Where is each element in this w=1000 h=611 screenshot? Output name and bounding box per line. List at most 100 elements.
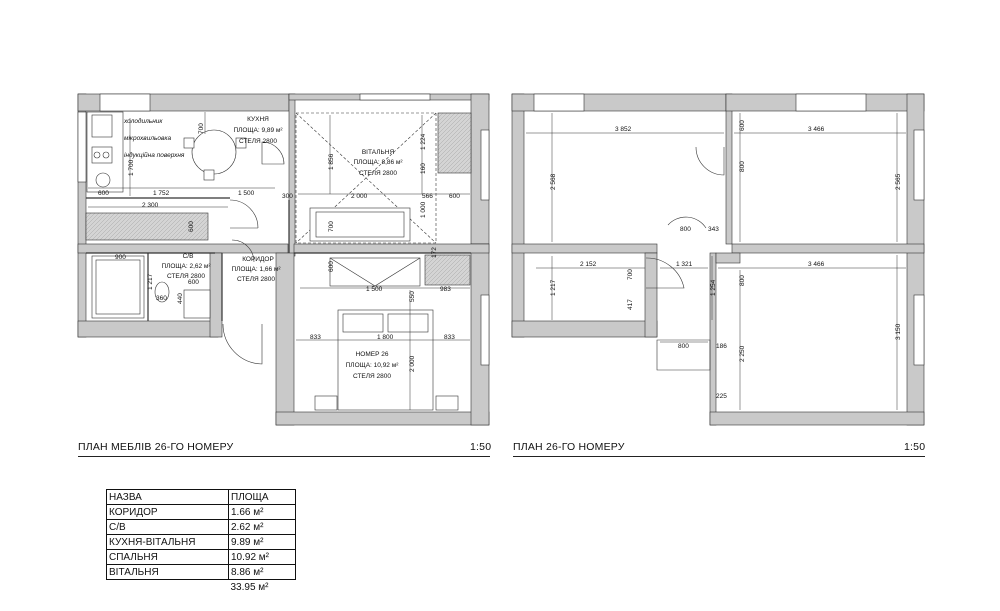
furniture-plan-title: ПЛАН МЕБЛІВ 26-ГО НОМЕРУ xyxy=(78,441,234,453)
dimension-plan-doors xyxy=(645,146,725,371)
svg-text:2 000: 2 000 xyxy=(409,355,416,372)
living-room-label: ВІТАЛЬНЯ ПЛОЩА: 8,86 м² СТЕЛЯ 2800 xyxy=(353,149,403,177)
svg-text:600: 600 xyxy=(739,120,746,131)
svg-text:600: 600 xyxy=(98,190,109,197)
furniture-plan: КУХНЯ ПЛОЩА: 9,89 м² СТЕЛЯ 2800 ВІТАЛЬНЯ… xyxy=(77,93,490,426)
svg-text:2 565: 2 565 xyxy=(895,173,902,190)
svg-text:1 700: 1 700 xyxy=(128,159,135,176)
area-table-header-area: ПЛОЩА xyxy=(228,489,296,505)
door-swings xyxy=(222,141,285,365)
table-row: ВІТАЛЬНЯ 8.86 м² xyxy=(106,564,296,580)
svg-text:900: 900 xyxy=(115,254,126,261)
svg-text:ПЛОЩА: 1,66 м²: ПЛОЩА: 1,66 м² xyxy=(231,266,281,273)
svg-text:3 852: 3 852 xyxy=(615,126,632,133)
kitchen-counter xyxy=(85,111,209,241)
svg-text:172: 172 xyxy=(431,247,438,258)
svg-text:833: 833 xyxy=(444,334,455,341)
svg-text:600: 600 xyxy=(188,221,195,232)
bathroom-fixtures xyxy=(91,255,211,319)
area-table-total-row: 33.95 м² xyxy=(107,580,296,595)
svg-text:3 150: 3 150 xyxy=(895,323,902,340)
svg-text:983: 983 xyxy=(440,286,451,293)
svg-text:мікрохвильовка: мікрохвильовка xyxy=(124,134,171,142)
table-cell: СПАЛЬНЯ xyxy=(106,549,229,565)
svg-text:1 500: 1 500 xyxy=(366,286,383,293)
svg-text:360: 360 xyxy=(156,295,167,302)
table-cell: КОРИДОР xyxy=(106,504,229,520)
svg-text:2 250: 2 250 xyxy=(739,345,746,362)
svg-text:ПЛОЩА: 10,92 м²: ПЛОЩА: 10,92 м² xyxy=(346,362,400,369)
svg-text:1 856: 1 856 xyxy=(328,153,335,170)
svg-text:600: 600 xyxy=(188,279,199,286)
kitchen-room-label: КУХНЯ ПЛОЩА: 9,89 м² СТЕЛЯ 2800 xyxy=(233,116,283,145)
svg-text:300: 300 xyxy=(282,193,293,200)
svg-text:1 254: 1 254 xyxy=(710,279,717,296)
furniture-plan-partitions xyxy=(86,197,471,321)
svg-text:1 500: 1 500 xyxy=(238,190,255,197)
dimension-plan-windows xyxy=(533,93,925,366)
svg-text:СТЕЛЯ 2800: СТЕЛЯ 2800 xyxy=(237,276,275,283)
dimension-plan-title-rule xyxy=(513,456,925,457)
svg-text:1 217: 1 217 xyxy=(550,279,557,296)
area-table-header-name: НАЗВА xyxy=(106,489,229,505)
svg-text:ВІТАЛЬНЯ: ВІТАЛЬНЯ xyxy=(362,149,395,156)
table-row: КОРИДОР 1.66 м² xyxy=(106,504,296,520)
svg-text:1 752: 1 752 xyxy=(153,190,170,197)
bedroom-room-label: НОМЕР 26 ПЛОЩА: 10,92 м² СТЕЛЯ 2800 xyxy=(346,351,400,380)
dimension-plan-scale: 1:50 xyxy=(904,441,926,453)
svg-text:700: 700 xyxy=(627,269,634,280)
svg-text:600: 600 xyxy=(449,193,460,200)
svg-text:600: 600 xyxy=(328,261,335,272)
furniture-plan-title-rule xyxy=(78,456,490,457)
table-cell: 1.66 м² xyxy=(228,504,296,520)
svg-text:КУХНЯ: КУХНЯ xyxy=(247,116,269,123)
svg-text:1 800: 1 800 xyxy=(377,334,394,341)
svg-text:ПЛОЩА: 2,62 м²: ПЛОЩА: 2,62 м² xyxy=(161,263,211,270)
dimension-plan-title: ПЛАН 26-ГО НОМЕРУ xyxy=(513,441,625,453)
furniture-plan-windows xyxy=(77,93,490,366)
svg-text:С/В: С/В xyxy=(183,253,194,260)
svg-text:833: 833 xyxy=(310,334,321,341)
svg-text:1 224: 1 224 xyxy=(420,133,427,150)
bedroom-furniture xyxy=(314,254,471,411)
svg-text:2 568: 2 568 xyxy=(550,173,557,190)
table-row: СПАЛЬНЯ 10.92 м² xyxy=(106,549,296,565)
svg-text:343: 343 xyxy=(708,226,719,233)
dimension-plan-dimensions: 3 852 600 3 466 2 568 800 2 565 800 343 … xyxy=(550,120,902,400)
svg-text:КОРИДОР: КОРИДОР xyxy=(242,256,274,263)
svg-text:440: 440 xyxy=(177,293,184,304)
svg-text:566: 566 xyxy=(422,193,433,200)
svg-text:417: 417 xyxy=(627,299,634,310)
svg-text:СТЕЛЯ 2800: СТЕЛЯ 2800 xyxy=(359,170,397,177)
svg-text:700: 700 xyxy=(198,123,205,134)
floor-plans-canvas: КУХНЯ ПЛОЩА: 9,89 м² СТЕЛЯ 2800 ВІТАЛЬНЯ… xyxy=(77,93,925,426)
svg-text:ПЛОЩА: 9,89 м²: ПЛОЩА: 9,89 м² xyxy=(233,127,283,134)
table-cell: ВІТАЛЬНЯ xyxy=(106,564,229,580)
corridor-room-label: КОРИДОР ПЛОЩА: 1,66 м² СТЕЛЯ 2800 xyxy=(231,256,281,283)
svg-text:СТЕЛЯ 2800: СТЕЛЯ 2800 xyxy=(353,373,391,380)
table-cell: 2.62 м² xyxy=(228,519,296,535)
dimension-plan: 3 852 600 3 466 2 568 800 2 565 800 343 … xyxy=(511,93,925,426)
furniture-plan-scale: 1:50 xyxy=(470,441,492,453)
table-row: КУХНЯ-ВІТАЛЬНЯ 9.89 м² xyxy=(106,534,296,550)
area-table: НАЗВА ПЛОЩА КОРИДОР 1.66 м² С/В 2.62 м² … xyxy=(106,489,296,594)
svg-text:800: 800 xyxy=(678,343,689,350)
table-cell: С/В xyxy=(106,519,229,535)
living-room-furniture xyxy=(295,112,472,244)
table-cell: 9.89 м² xyxy=(228,534,296,550)
svg-text:1 321: 1 321 xyxy=(676,261,693,268)
svg-text:СТЕЛЯ 2800: СТЕЛЯ 2800 xyxy=(167,273,205,280)
table-cell: КУХНЯ-ВІТАЛЬНЯ xyxy=(106,534,229,550)
dimension-plan-walls xyxy=(511,93,925,426)
svg-text:550: 550 xyxy=(409,291,416,302)
furniture-plan-dimension-lines xyxy=(88,112,470,410)
svg-text:1 217: 1 217 xyxy=(147,273,154,290)
appliance-labels: холодильник мікрохвильовка індукційна по… xyxy=(123,117,185,159)
svg-text:800: 800 xyxy=(739,161,746,172)
area-total: 33.95 м² xyxy=(230,581,269,593)
svg-text:800: 800 xyxy=(680,226,691,233)
svg-text:холодильник: холодильник xyxy=(123,117,163,125)
svg-text:3 466: 3 466 xyxy=(808,126,825,133)
table-cell: 10.92 м² xyxy=(228,549,296,565)
svg-text:225: 225 xyxy=(716,393,727,400)
